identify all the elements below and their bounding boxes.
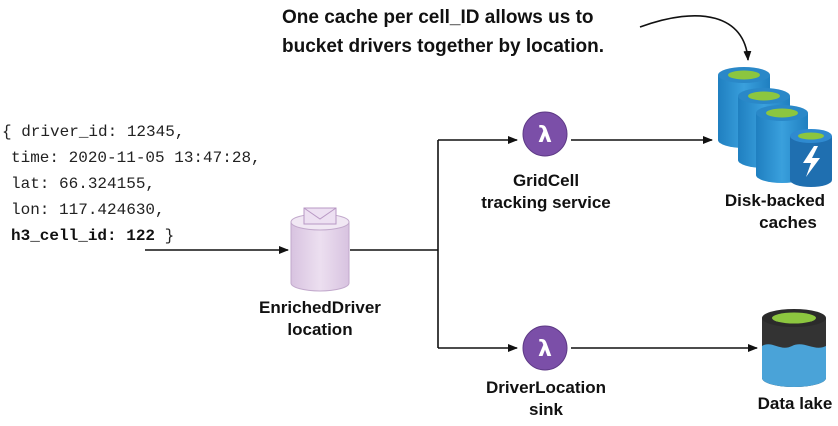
lambda-glyph: λ xyxy=(538,123,552,148)
kinesis-stream-icon xyxy=(290,207,350,292)
enriched-label-1: EnrichedDriver xyxy=(259,298,381,317)
data-lake-icon xyxy=(762,309,826,387)
caches-label-1: Disk-backed xyxy=(725,191,825,210)
callout-arrow xyxy=(639,15,752,61)
record-h3-cell-id: h3_cell_id: 122 xyxy=(11,227,155,245)
gridcell-label-2: tracking service xyxy=(481,193,610,212)
enriched-label-2: location xyxy=(287,320,352,339)
record-closing-brace: } xyxy=(155,227,174,245)
gridcell-label-1: GridCell xyxy=(513,171,579,190)
lambda-glyph: λ xyxy=(538,337,552,362)
lambda-function-icon: λ xyxy=(522,325,568,371)
record-line-4: lon: 117.424630, xyxy=(11,201,165,219)
record-line-1: { driver_id: 12345, xyxy=(2,123,184,141)
callout-line-2: bucket drivers together by location. xyxy=(282,36,604,57)
record-line-3: lat: 66.324155, xyxy=(11,175,155,193)
caches-label-2: caches xyxy=(759,213,817,232)
lightning-icon xyxy=(803,146,820,177)
lambda-function-icon: λ xyxy=(522,111,568,157)
disk-cache-icon xyxy=(718,67,832,187)
sink-label-1: DriverLocation xyxy=(486,378,606,397)
callout-line-1: One cache per cell_ID allows us to xyxy=(282,7,594,28)
lake-label: Data lake xyxy=(758,394,833,413)
record-line-5: h3_cell_id: 122 } xyxy=(11,227,174,245)
sink-label-2: sink xyxy=(529,400,564,419)
record-line-2: time: 2020-11-05 13:47:28, xyxy=(11,149,261,167)
